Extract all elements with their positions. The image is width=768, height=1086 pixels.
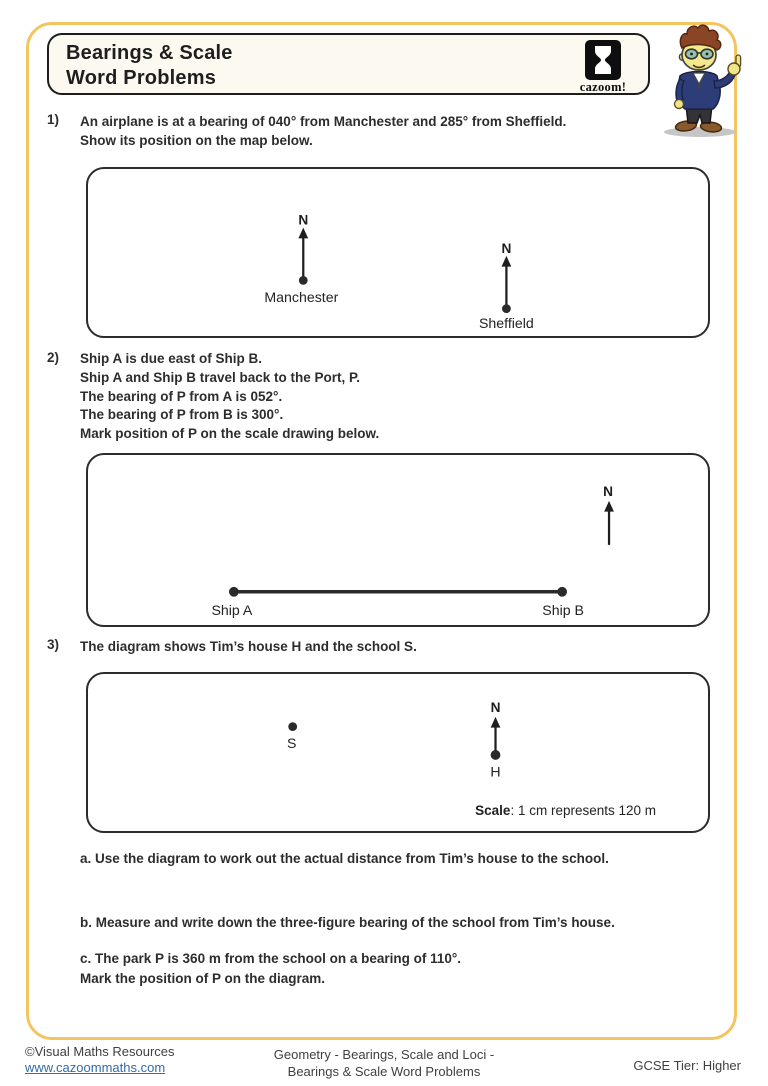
scale-note-label: Scale	[475, 803, 511, 818]
q3-part-a: a. Use the diagram to work out the actua…	[80, 851, 609, 866]
school-point: S	[287, 722, 298, 751]
footer-copyright: ©Visual Maths Resources	[25, 1044, 175, 1059]
cazoom-logo-icon	[585, 40, 621, 80]
ship-b-label: Ship B	[542, 603, 584, 619]
title-box: Bearings & Scale Word Problems cazoom!	[47, 33, 650, 95]
footer-website-link[interactable]: www.cazoommaths.com	[25, 1060, 166, 1075]
north-label: N	[603, 484, 613, 499]
footer-topic: Geometry - Bearings, Scale and Loci - Be…	[204, 1046, 564, 1080]
footer-attribution: ©Visual Maths Resources www.cazoommaths.…	[25, 1044, 175, 1076]
point-dot	[557, 586, 568, 597]
point-dot	[490, 750, 501, 760]
north-arrow-icon: N	[491, 700, 501, 755]
cazoom-logo: cazoom!	[571, 40, 635, 95]
q3-text: The diagram shows Tim’s house H and the …	[80, 639, 417, 654]
sheffield-label: Sheffield	[479, 316, 534, 332]
point-dot	[288, 722, 298, 732]
diagram-box-ships: N Ship A Ship B	[86, 453, 710, 627]
page-title: Bearings & Scale Word Problems	[66, 41, 233, 91]
ship-line: Ship A Ship B	[211, 586, 584, 619]
north-arrow-icon: N	[501, 241, 511, 307]
page-title-line2: Word Problems	[66, 67, 217, 89]
footer-tier: GCSE Tier: Higher	[633, 1058, 741, 1073]
scale-note: Scale: 1 cm represents 120 m	[475, 803, 656, 818]
point-dot	[228, 586, 239, 597]
point-dot	[502, 304, 511, 314]
diagram-box-map: N Manchester N Sheffield	[86, 167, 710, 338]
north-label: N	[298, 213, 308, 228]
q3-part-c: c. The park P is 360 m from the school o…	[80, 951, 462, 986]
q3-number: 3)	[47, 637, 60, 652]
house-label: H	[490, 763, 500, 779]
north-arrow-icon: N	[298, 213, 308, 279]
q2-text: Ship A is due east of Ship B. Ship A and…	[80, 351, 380, 442]
mascot-body	[664, 24, 742, 137]
manchester-label: Manchester	[264, 290, 338, 306]
house-point: H	[490, 750, 501, 779]
q1-number: 1)	[47, 112, 60, 127]
mascot-illustration	[664, 24, 742, 137]
scale-note-text: : 1 cm represents 120 m	[510, 803, 656, 818]
footer-topic-line1: Geometry - Bearings, Scale and Loci -	[273, 1047, 495, 1062]
north-label: N	[491, 700, 501, 715]
point-dot	[298, 275, 308, 285]
q1-text: An airplane is at a bearing of 040° from…	[80, 114, 567, 148]
cazoom-logo-text: cazoom!	[579, 80, 627, 94]
north-arrow-icon: N	[603, 484, 614, 545]
q3-part-b: b. Measure and write down the three-figu…	[80, 915, 615, 930]
manchester-point: Manchester	[264, 275, 339, 306]
sheffield-point: Sheffield	[479, 304, 534, 332]
diagram-box-school: S N H Scale: 1 cm represents 120 m	[86, 672, 710, 833]
page-title-line1: Bearings & Scale	[66, 42, 233, 64]
north-label: N	[501, 241, 511, 256]
q2-number: 2)	[47, 350, 60, 365]
school-label: S	[287, 735, 296, 751]
footer-topic-line2: Bearings & Scale Word Problems	[287, 1064, 481, 1079]
ship-a-label: Ship A	[211, 603, 252, 619]
